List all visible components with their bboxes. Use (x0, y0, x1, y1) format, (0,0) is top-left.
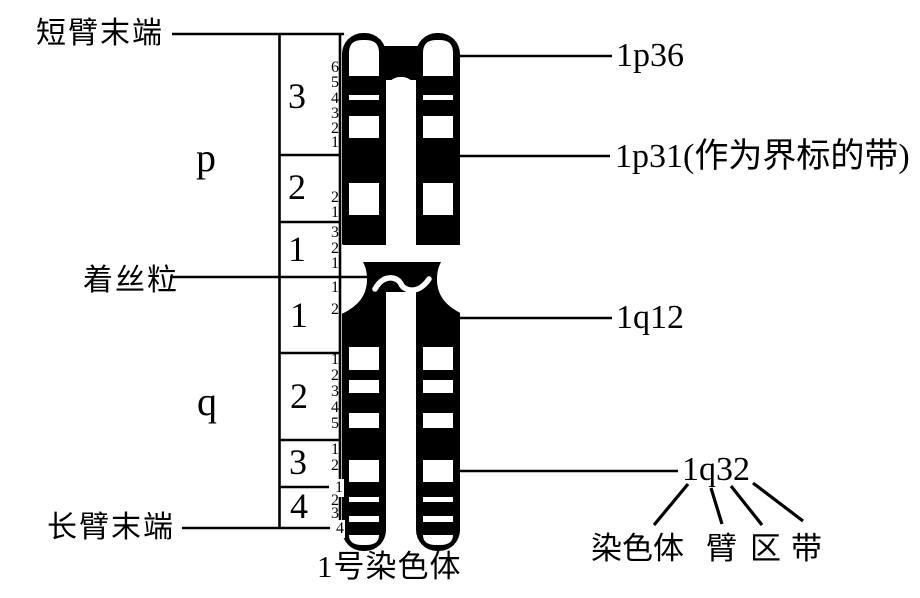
band-number-q32: 2 (331, 457, 339, 474)
region-number-p3: 3 (288, 76, 306, 116)
band-number-p13: 3 (331, 224, 339, 241)
band-number-q24: 4 (331, 399, 339, 416)
region-number-q4: 4 (290, 486, 308, 526)
pointer-region (729, 485, 764, 526)
band-number-p35: 5 (331, 74, 339, 91)
annotation-1q12: 1q12 (616, 299, 684, 336)
band-number-p21: 1 (331, 204, 339, 221)
chromatid-top-junction (380, 46, 424, 80)
band-number-p31: 1 (331, 134, 339, 151)
legend-chromosome: 染色体 (591, 531, 684, 566)
band-number-q22: 2 (331, 367, 339, 384)
region-number-q1: 1 (290, 295, 308, 335)
band-number-p22: 2 (331, 189, 339, 206)
arm-label-q: q (197, 379, 217, 424)
region-ruler-lines (278, 34, 350, 528)
chromatid-slit-upper (386, 77, 416, 255)
annotation-1p31: 1p31(作为界标的带) (615, 138, 910, 175)
centromere-crescent (372, 275, 432, 293)
label-long-arm-end: 长臂末端 (47, 511, 175, 544)
chromosome-body (337, 33, 467, 551)
leader-lines (170, 32, 678, 530)
band-number-q3q4-boundary: 1 (329, 479, 344, 497)
light-bands-left (349, 95, 379, 522)
label-centromere: 着丝粒 (83, 264, 179, 297)
light-bands-right (423, 95, 453, 522)
annotation-1q32: 1q32 (682, 451, 750, 488)
band-number-q31: 1 (331, 441, 339, 458)
region-number-p1: 1 (288, 229, 306, 269)
band-number-q23: 3 (331, 383, 339, 400)
band-number-q42: 2 (331, 492, 339, 509)
pointer-chromosome (652, 482, 690, 527)
legend-region: 区 (750, 531, 781, 566)
region-number-p2: 2 (288, 167, 306, 207)
region-number-q3: 3 (289, 442, 307, 482)
band-number-p11: 1 (331, 255, 339, 272)
band-number-q25: 5 (331, 415, 339, 432)
band-number-q11: 1 (331, 279, 339, 296)
legend-band: 带 (791, 531, 822, 566)
band-number-p33: 3 (331, 105, 339, 122)
pericentric-light-band (344, 245, 460, 262)
chromatid-slit-lower (386, 293, 416, 545)
label-short-arm-end: 短臂末端 (36, 17, 164, 50)
band-number-p34: 4 (331, 90, 339, 107)
region-number-q2: 2 (290, 376, 308, 416)
band-number-q44: 4 (330, 520, 345, 538)
band-number-q43: 3 (331, 505, 339, 522)
pointer-band (752, 481, 804, 523)
band-number-q21: 1 (331, 351, 339, 368)
band-number-q12: 2 (331, 301, 339, 318)
arm-label-p: p (196, 135, 216, 180)
legend-arm: 臂 (706, 531, 737, 566)
band-number-p32: 2 (331, 120, 339, 137)
figure-caption: 1号染色体 (317, 549, 462, 584)
annotation-1p36: 1p36 (616, 37, 684, 74)
legend-pointer-lines (652, 481, 804, 527)
pointer-arm (709, 487, 724, 525)
band-number-p36: 6 (331, 59, 339, 76)
band-number-p12: 2 (331, 240, 339, 257)
